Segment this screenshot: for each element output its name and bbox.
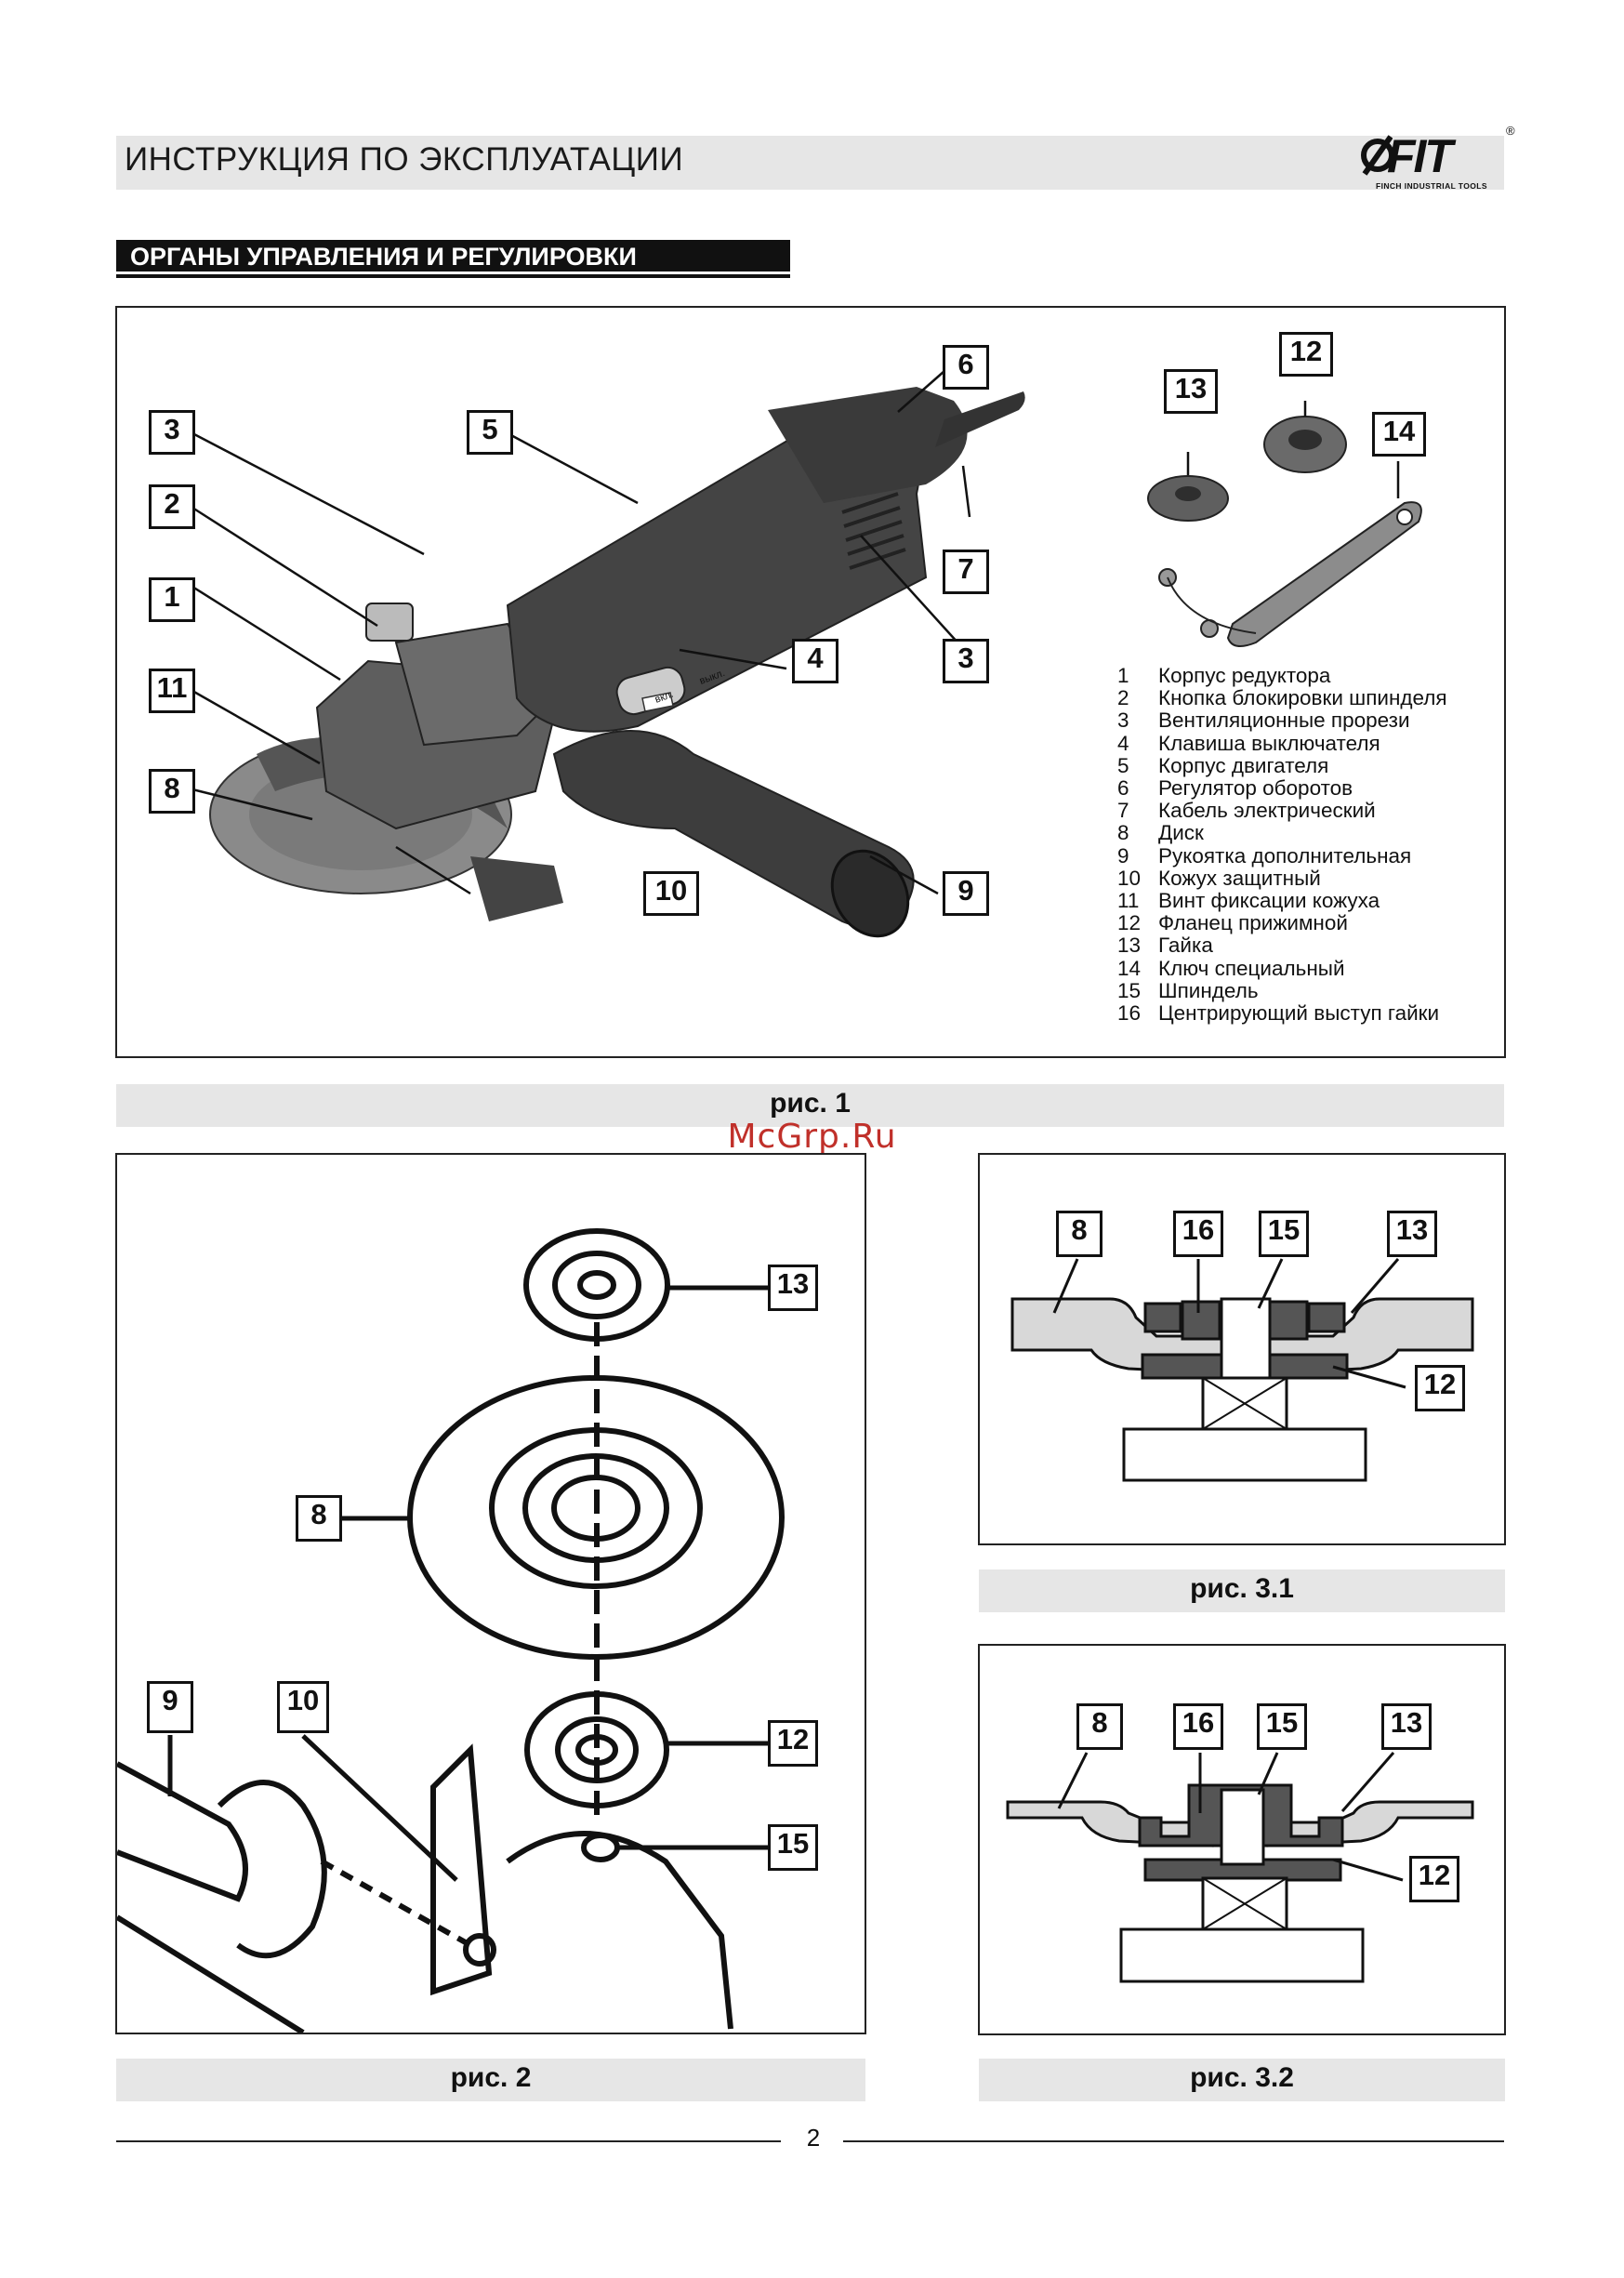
callout-13: 13 [1387, 1211, 1437, 1257]
callout-16: 16 [1173, 1211, 1223, 1257]
figure-2-panel: 13 8 12 15 9 10 [115, 1153, 866, 2034]
header-band [116, 136, 1504, 190]
callout-12: 12 [1279, 332, 1333, 377]
callout-15: 15 [1259, 1211, 1309, 1257]
callout-12: 12 [768, 1720, 818, 1767]
logo-tagline: FINCH INDUSTRIAL TOOLS [1376, 181, 1487, 191]
callout-12: 12 [1409, 1856, 1459, 1902]
callout-6: 6 [943, 345, 989, 390]
page-number: 2 [806, 2124, 821, 2152]
figure-3-2-caption-band [979, 2059, 1505, 2101]
callout-10: 10 [277, 1681, 329, 1733]
footer-rule-left [116, 2140, 781, 2142]
callout-8: 8 [1076, 1703, 1123, 1750]
callout-9: 9 [943, 871, 989, 916]
figure-2-caption: рис. 2 [450, 2062, 532, 2093]
flange-hole-shape [1288, 430, 1322, 450]
wrench-shape [1226, 501, 1422, 647]
spindle-lock-button-shape [365, 603, 414, 642]
callout-10: 10 [643, 871, 699, 916]
figure-1-caption-band [116, 1084, 1504, 1127]
callout-12: 12 [1415, 1365, 1465, 1411]
wrench-hole-shape [1396, 509, 1413, 525]
callout-15: 15 [1257, 1703, 1307, 1750]
callout-3-right: 3 [943, 639, 989, 683]
vent-slots-shape [841, 492, 906, 570]
figure-1-leader-lines [191, 370, 971, 895]
logo-slash-icon [1361, 135, 1393, 176]
callout-13: 13 [1381, 1703, 1432, 1750]
callout-8: 8 [149, 769, 195, 814]
cable-shape [935, 391, 1025, 447]
motor-rear-shape [768, 387, 968, 503]
callout-2: 2 [149, 484, 195, 529]
angle-grinder-illustration: вкл. выкл. [191, 370, 1422, 938]
figure-3-1-caption-band [979, 1569, 1505, 1612]
callout-4: 4 [792, 639, 838, 683]
logo-registered-mark: ® [1506, 124, 1515, 138]
callout-8: 8 [1056, 1211, 1102, 1257]
callout-3-left: 3 [149, 410, 195, 455]
brand-logo: FIT FINCH INDUSTRIAL TOOLS ® [1361, 124, 1515, 192]
callout-8: 8 [296, 1495, 342, 1542]
callout-9: 9 [147, 1681, 193, 1733]
callout-15: 15 [768, 1824, 818, 1871]
accessories-drawing [1147, 401, 1422, 647]
callout-7: 7 [943, 550, 989, 594]
section-underline [116, 274, 790, 278]
callout-5: 5 [467, 410, 513, 455]
disc-section-drawing-3-2 [1006, 1752, 1474, 1983]
watermark: McGrp.Ru [727, 1118, 897, 1156]
nut-hole-shape [1175, 486, 1201, 501]
guard-lip-shape [470, 856, 563, 921]
callout-11: 11 [149, 669, 195, 713]
handle-end-shape [830, 849, 910, 938]
footer-rule-right [843, 2140, 1504, 2142]
callout-13: 13 [768, 1265, 818, 1311]
figure-3-2-panel: 8 16 15 13 12 [978, 1644, 1506, 2035]
callout-14: 14 [1372, 412, 1426, 457]
page-title: ИНСТРУКЦИЯ ПО ЭКСПЛУАТАЦИИ [125, 141, 684, 178]
callout-16: 16 [1173, 1703, 1223, 1750]
guard-shape [257, 737, 508, 828]
disc-section-drawing-3-1 [1010, 1258, 1474, 1482]
figure-3-1-leader-lines [1052, 1258, 1406, 1389]
figure-3-2-leader-lines [1057, 1752, 1404, 1882]
figure-3-2-caption: рис. 3.2 [1190, 2062, 1294, 2093]
callout-1: 1 [149, 577, 195, 622]
logo-wordmark: FIT [1387, 130, 1453, 182]
figure-2-caption-band [116, 2059, 865, 2101]
figure-1-panel: вкл. выкл. [115, 306, 1506, 1058]
disc-assembly-drawing [117, 1228, 785, 2033]
figure-1-caption: рис. 1 [770, 1088, 851, 1119]
figure-3-1-caption: рис. 3.1 [1190, 1573, 1294, 1604]
switch-direction-arrows [641, 692, 674, 712]
section-title: ОРГАНЫ УПРАВЛЕНИЯ И РЕГУЛИРОВКИ [130, 243, 637, 271]
figure-3-1-panel: 8 16 15 13 12 [978, 1153, 1506, 1545]
figure-2-leader-lines [167, 1285, 768, 1882]
section-bar [116, 240, 790, 272]
callout-13: 13 [1164, 369, 1218, 414]
